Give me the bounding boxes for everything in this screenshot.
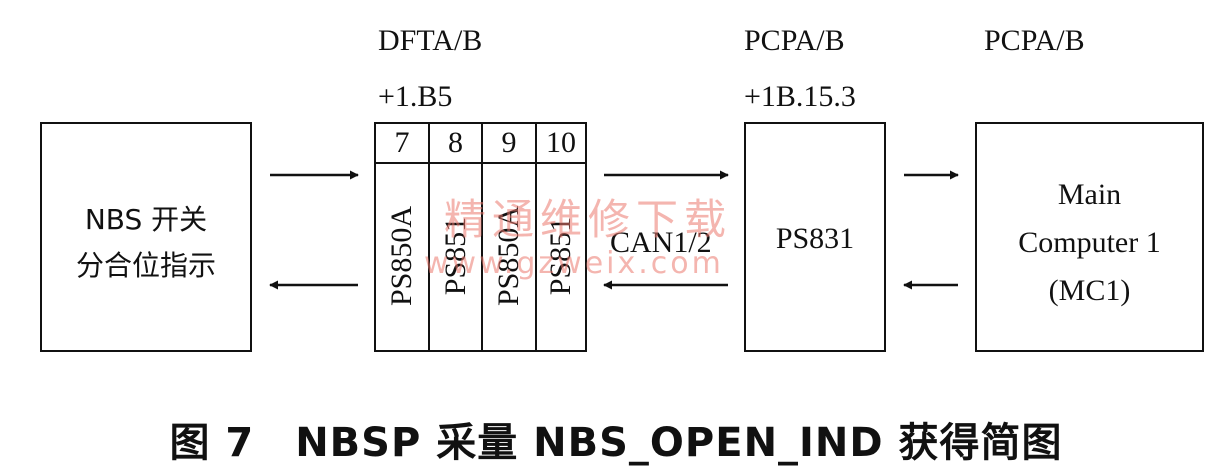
dfta-address-label: +1.B5 [378,80,453,113]
rack-divider [376,162,585,164]
slot-module-column: PS850A [376,162,430,350]
main-computer-box: Main Computer 1 (MC1) [975,122,1204,352]
slot-number: 8 [430,124,483,162]
main-computer-label-line1: Main [1057,178,1122,211]
slot-module-column: PS850A [483,162,537,350]
pcpa-mid-name-label: PCPA/B [744,24,845,57]
slot-module-column: PS851 [430,162,483,350]
figure-caption: 图 7 NBSP 采量 NBS_OPEN_IND 获得简图 [169,420,1063,466]
nbs-switch-label-line2: 分合位指示 [75,249,216,282]
slot-number: 9 [483,124,537,162]
watermark-text: 精通维修下载 [444,195,733,244]
dfta-name-label: DFTA/B [378,24,483,57]
pcpa-mid-address-label: +1B.15.3 [744,80,856,113]
dfta-rack: 7 8 9 10 PS850A PS851 PS850A PS851 [374,122,587,352]
slot-number: 7 [376,124,430,162]
pcpa-right-name-label: PCPA/B [984,24,1085,57]
watermark-url: www.gzweix.com [424,246,724,281]
main-computer-label-line3: (MC1) [1048,274,1131,307]
nbs-switch-label-line1: NBS 开关 [84,203,208,236]
ps831-box: PS831 [744,122,886,352]
can-link-label: CAN1/2 [610,226,712,259]
slot-number: 10 [546,126,576,159]
nbs-switch-box: NBS 开关 分合位指示 [40,122,252,352]
main-computer-label-line2: Computer 1 [1018,226,1161,259]
ps831-label: PS831 [775,222,855,255]
